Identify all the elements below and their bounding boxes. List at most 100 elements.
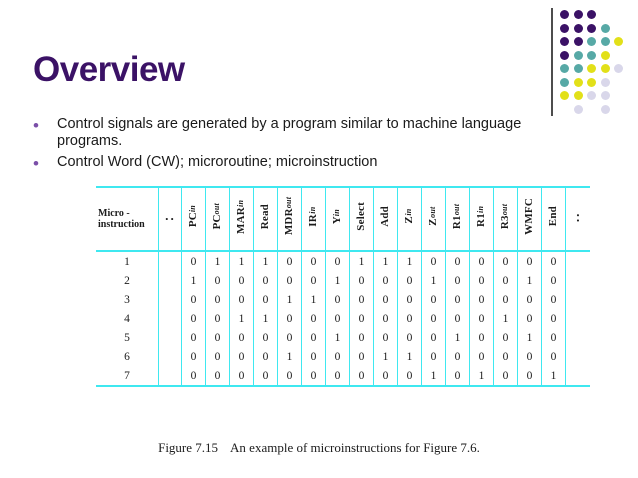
column-header-label: Add <box>379 206 391 227</box>
cell-signal-value: 1 <box>229 251 254 271</box>
cell-signal-value: 0 <box>349 309 374 328</box>
cell-signal-value: 0 <box>277 251 302 271</box>
cell-signal-value: 0 <box>397 290 422 309</box>
cell-left-ellipsis <box>158 309 182 328</box>
column-header-label: PCout <box>211 203 223 230</box>
column-header-label: MDRout <box>283 197 295 236</box>
cell-signal-value: 0 <box>445 366 470 387</box>
cell-left-ellipsis <box>158 328 182 347</box>
logo-dot-yellow <box>614 37 623 46</box>
cell-signal-value: 0 <box>277 271 302 290</box>
column-header-right-ellipsis: ·· <box>565 186 590 252</box>
cell-left-ellipsis <box>158 366 182 387</box>
cell-signal-value: 0 <box>349 347 374 366</box>
cell-signal-value: 0 <box>253 271 278 290</box>
bullet-point-icon: • <box>33 154 39 173</box>
list-item: • Control signals are generated by a pro… <box>33 116 533 150</box>
logo-dot-purple <box>573 10 583 19</box>
cell-signal-value: 0 <box>517 290 542 309</box>
cell-signal-value: 0 <box>325 251 350 271</box>
logo-dot-teal <box>560 77 569 87</box>
logo-dot-purple <box>573 23 583 33</box>
cell-signal-value: 1 <box>229 309 254 328</box>
cell-signal-value: 1 <box>445 328 470 347</box>
bullet-list: • Control signals are generated by a pro… <box>33 116 533 176</box>
cell-signal-value: 0 <box>517 347 542 366</box>
brand-dot-grid-logo <box>551 8 635 118</box>
left-ellipsis-glyph: ·· <box>164 211 176 226</box>
cell-signal-value: 0 <box>349 271 374 290</box>
cell-signal-value: 0 <box>541 309 566 328</box>
cell-signal-value: 0 <box>469 347 494 366</box>
cell-signal-value: 0 <box>301 347 326 366</box>
column-header-left-ellipsis: ·· <box>158 186 182 252</box>
cell-signal-value: 0 <box>421 251 446 271</box>
cell-signal-value: 0 <box>349 290 374 309</box>
cell-signal-value: 0 <box>325 347 350 366</box>
cell-left-ellipsis <box>158 251 182 271</box>
cell-right-ellipsis <box>565 271 590 290</box>
column-header-pc-out: PCout <box>205 186 230 252</box>
cell-signal-value: 0 <box>445 290 470 309</box>
logo-dot-teal <box>600 37 610 46</box>
bullet-text: Control Word (CW); microroutine; microin… <box>57 154 378 170</box>
cell-signal-value: 0 <box>373 290 398 309</box>
cell-signal-value: 1 <box>181 271 206 290</box>
bullet-point-icon: • <box>33 116 39 135</box>
cell-signal-value: 1 <box>517 328 542 347</box>
logo-dot-teal <box>573 50 583 60</box>
cell-signal-value: 0 <box>493 347 518 366</box>
cell-microinstruction-number: 7 <box>96 366 159 387</box>
cell-signal-value: 0 <box>229 271 254 290</box>
logo-dot-purple <box>587 10 596 19</box>
cell-signal-value: 0 <box>421 347 446 366</box>
cell-signal-value: 0 <box>325 366 350 387</box>
logo-dot-purple <box>587 23 596 33</box>
cell-signal-value: 0 <box>493 251 518 271</box>
cell-signal-value: 0 <box>181 366 206 387</box>
cell-signal-value: 0 <box>181 290 206 309</box>
cell-signal-value: 1 <box>397 347 422 366</box>
column-header-label: Read <box>259 203 271 230</box>
cell-right-ellipsis <box>565 347 590 366</box>
cell-signal-value: 0 <box>493 366 518 387</box>
header-line-2: instruction <box>98 219 145 230</box>
cell-signal-value: 0 <box>253 290 278 309</box>
logo-dot-purple <box>573 37 583 46</box>
cell-microinstruction-number: 5 <box>96 328 159 347</box>
cell-signal-value: 0 <box>205 347 230 366</box>
column-header-label: End <box>547 206 559 227</box>
logo-dot-teal <box>587 37 596 46</box>
header-line-1: Micro - <box>98 208 130 219</box>
cell-signal-value: 1 <box>277 290 302 309</box>
cell-signal-value: 0 <box>205 309 230 328</box>
cell-signal-value: 0 <box>493 328 518 347</box>
cell-signal-value: 0 <box>277 309 302 328</box>
cell-signal-value: 0 <box>421 290 446 309</box>
cell-signal-value: 0 <box>517 309 542 328</box>
cell-microinstruction-number: 4 <box>96 309 159 328</box>
column-header-label: R1in <box>475 206 487 227</box>
cell-signal-value: 1 <box>325 271 350 290</box>
column-header-z-in: Zin <box>397 186 422 252</box>
column-header-read: Read <box>253 186 278 252</box>
logo-dot-lavender <box>614 64 623 73</box>
cell-signal-value: 1 <box>205 251 230 271</box>
cell-signal-value: 1 <box>373 347 398 366</box>
cell-signal-value: 1 <box>421 271 446 290</box>
column-header-label: IRin <box>307 206 319 227</box>
cell-signal-value: 1 <box>493 309 518 328</box>
cell-signal-value: 0 <box>301 366 326 387</box>
cell-signal-value: 0 <box>229 290 254 309</box>
cell-right-ellipsis <box>565 366 590 387</box>
cell-signal-value: 0 <box>421 309 446 328</box>
cell-signal-value: 0 <box>349 366 374 387</box>
logo-dot-lavender <box>600 104 610 114</box>
logo-dot-yellow <box>600 50 610 60</box>
column-header-end: End <box>541 186 566 252</box>
